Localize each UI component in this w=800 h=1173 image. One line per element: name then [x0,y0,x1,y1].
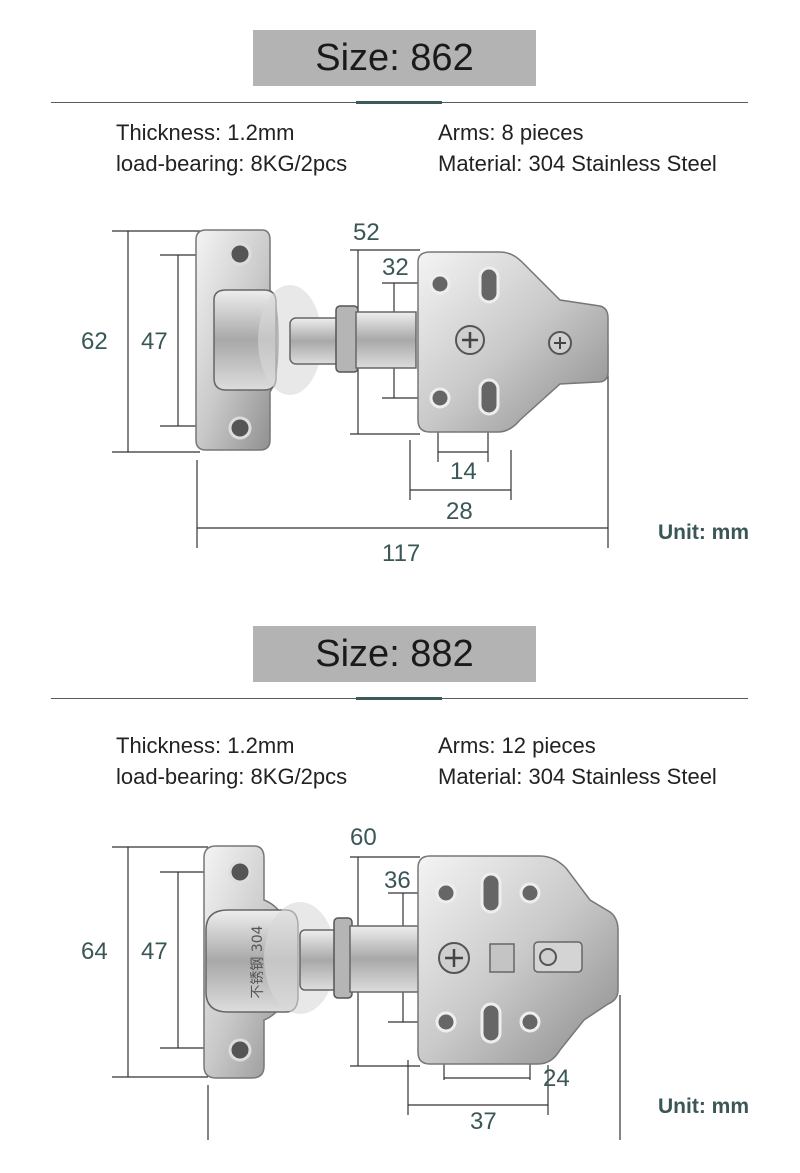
dim-862-total-length: 117 [382,540,421,567]
spec-material: Material: 304 Stainless Steel [438,151,717,176]
dim-882-arm-length: 60 [350,824,377,851]
hinge-862-base [417,251,609,433]
dim-862-arm-length: 52 [353,219,380,246]
spec-thickness: Thickness: 1.2mm [116,120,295,145]
dim-882-hole-offset: 24 [543,1065,570,1092]
spec-load-bearing: load-bearing: 8KG/2pcs [116,764,348,789]
spec-material: Material: 304 Stainless Steel [438,764,717,789]
hinge-882-arm [299,917,421,999]
dim-862-hole-offset: 14 [450,458,477,485]
dim-862-plate-hole-spacing: 47 [141,328,168,355]
dim-862-plate-height: 62 [81,328,108,355]
dim-882-plate-height: 64 [81,938,108,965]
section-2-title: Size: 882 [253,626,536,682]
section-1-divider-accent [356,101,442,104]
dim-882-base-width: 37 [470,1108,497,1135]
spec-arms: Arms: 12 pieces [438,733,596,758]
hinge-862-arm [289,305,417,373]
cup-engraving: 不锈钢 304 [250,925,266,998]
spec-thickness: Thickness: 1.2mm [116,733,295,758]
dim-862-base-hole-spacing: 32 [382,254,409,281]
dim-882-base-hole-spacing: 36 [384,867,411,894]
dim-862-base-width: 28 [446,498,473,525]
hinge-882-base [417,855,619,1065]
section-1-title: Size: 862 [253,30,536,86]
hinge-882-drawing: 不锈钢 304 [112,845,621,1140]
spec-load-bearing: load-bearing: 8KG/2pcs [116,151,348,176]
spec-arms: Arms: 8 pieces [438,120,584,145]
unit-label-882: Unit: mm [658,1095,749,1118]
unit-label-862: Unit: mm [658,521,749,544]
section-2-divider-accent [356,697,442,700]
hinge-862-drawing [112,229,609,548]
dim-882-plate-hole-spacing: 47 [141,938,168,965]
